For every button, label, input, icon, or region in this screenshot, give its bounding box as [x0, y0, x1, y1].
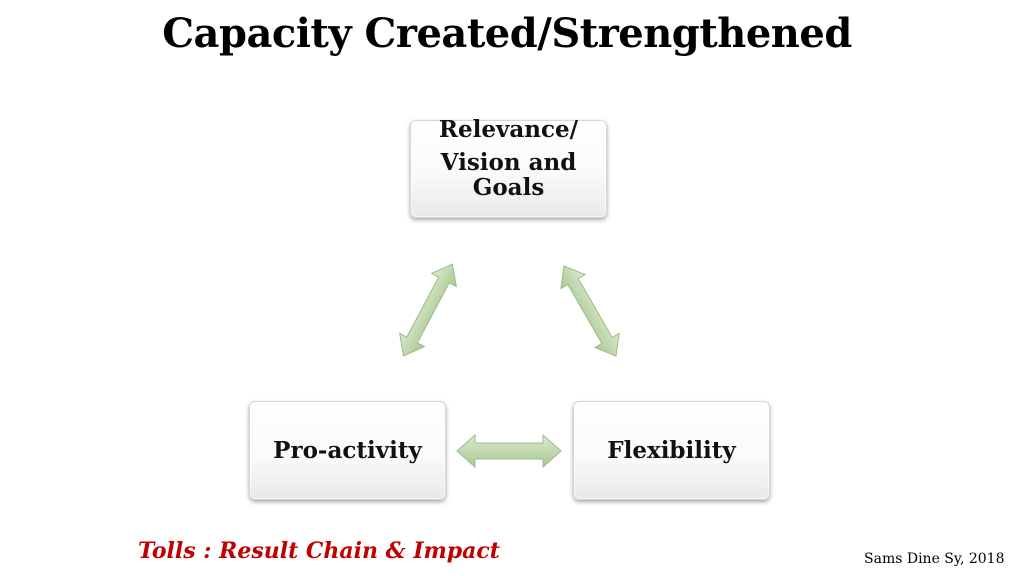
arrow-top-right [560, 265, 620, 357]
arrow-top-left [399, 263, 457, 357]
credit-text: Sams Dine Sy, 2018 [864, 551, 1005, 567]
arrow-bottom [456, 433, 562, 469]
node-relevance-vision-goals: Relevance/ Vision and Goals [410, 116, 607, 218]
node-left-label: Pro-activity [273, 437, 422, 464]
node-flexibility: Flexibility [573, 401, 770, 500]
tools-label: Tolls : Result Chain & Impact [138, 538, 500, 564]
node-top-line-1: Relevance/ [438, 116, 579, 143]
slide-title: Capacity Created/Strengthened [162, 10, 852, 57]
node-right-label: Flexibility [607, 437, 736, 464]
node-top-line-2: Vision and [440, 149, 577, 176]
node-pro-activity: Pro-activity [249, 401, 446, 500]
node-top-line-3: Goals [472, 174, 545, 201]
